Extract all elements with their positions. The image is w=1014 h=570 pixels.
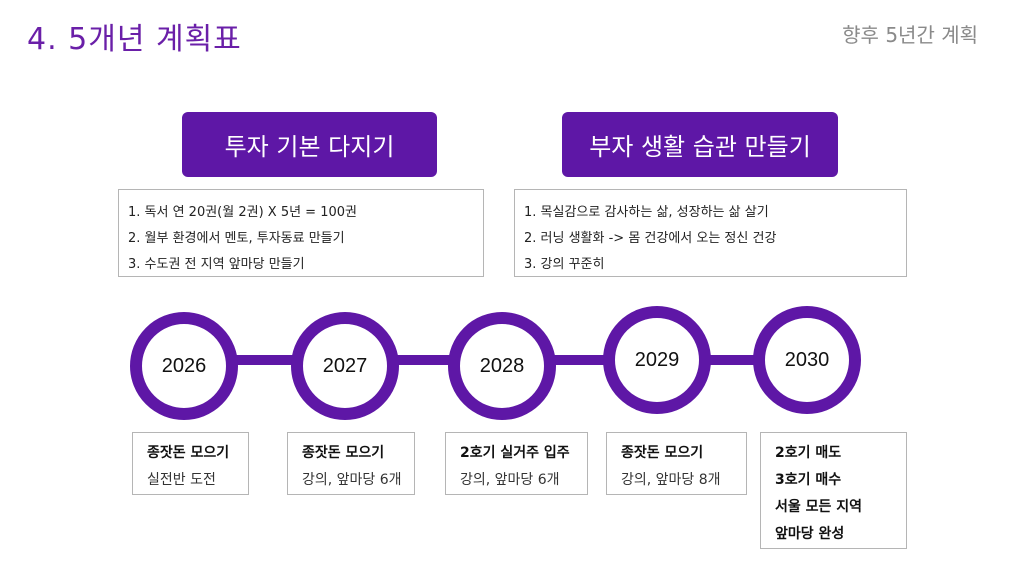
list-item: 2. 월부 환경에서 멘토, 투자동료 만들기 (128, 231, 345, 246)
plan-box-2030: 2호기 매도 3호기 매수 서울 모든 지역 앞마당 완성 (760, 432, 907, 549)
goal-list-wealth-habits: 1. 목실감으로 감사하는 삶, 성장하는 삶 살기 2. 러닝 생활화 -> … (514, 189, 907, 277)
plan-line: 실전반 도전 (147, 472, 216, 488)
plan-box-2026: 종잣돈 모으기 실전반 도전 (132, 432, 249, 495)
timeline-year-2028: 2028 (448, 312, 556, 420)
list-item: 1. 독서 연 20권(월 2권) X 5년 = 100권 (128, 205, 357, 220)
plan-box-2029: 종잣돈 모으기 강의, 앞마당 8개 (606, 432, 747, 495)
list-item: 1. 목실감으로 감사하는 삶, 성장하는 삶 살기 (524, 205, 769, 220)
plan-line: 앞마당 완성 (775, 526, 845, 542)
plan-line: 3호기 매수 (775, 472, 842, 488)
plan-line: 2호기 매도 (775, 445, 842, 461)
goal-header-wealth-habits: 부자 생활 습관 만들기 (562, 112, 838, 177)
timeline-year-2029: 2029 (603, 306, 711, 414)
plan-box-2028: 2호기 실거주 입주 강의, 앞마당 6개 (445, 432, 588, 495)
goal-list-investment-basics: 1. 독서 연 20권(월 2권) X 5년 = 100권 2. 월부 환경에서… (118, 189, 484, 277)
page-title: 4. 5개년 계획표 (27, 22, 242, 57)
plan-line: 강의, 앞마당 6개 (302, 472, 402, 488)
plan-line: 강의, 앞마당 8개 (621, 472, 721, 488)
list-item: 2. 러닝 생활화 -> 몸 건강에서 오는 정신 건강 (524, 231, 777, 246)
list-item: 3. 강의 꾸준히 (524, 257, 605, 272)
list-item: 3. 수도권 전 지역 앞마당 만들기 (128, 257, 305, 272)
plan-line: 강의, 앞마당 6개 (460, 472, 560, 488)
plan-line: 2호기 실거주 입주 (460, 445, 570, 461)
goal-header-investment-basics: 투자 기본 다지기 (182, 112, 437, 177)
plan-box-2027: 종잣돈 모으기 강의, 앞마당 6개 (287, 432, 415, 495)
timeline-year-2027: 2027 (291, 312, 399, 420)
plan-line: 종잣돈 모으기 (147, 445, 230, 461)
page-subtitle: 향후 5년간 계획 (842, 23, 978, 47)
plan-line: 종잣돈 모으기 (621, 445, 704, 461)
plan-line: 종잣돈 모으기 (302, 445, 385, 461)
timeline-year-2030: 2030 (753, 306, 861, 414)
timeline-year-2026: 2026 (130, 312, 238, 420)
plan-line: 서울 모든 지역 (775, 499, 863, 515)
